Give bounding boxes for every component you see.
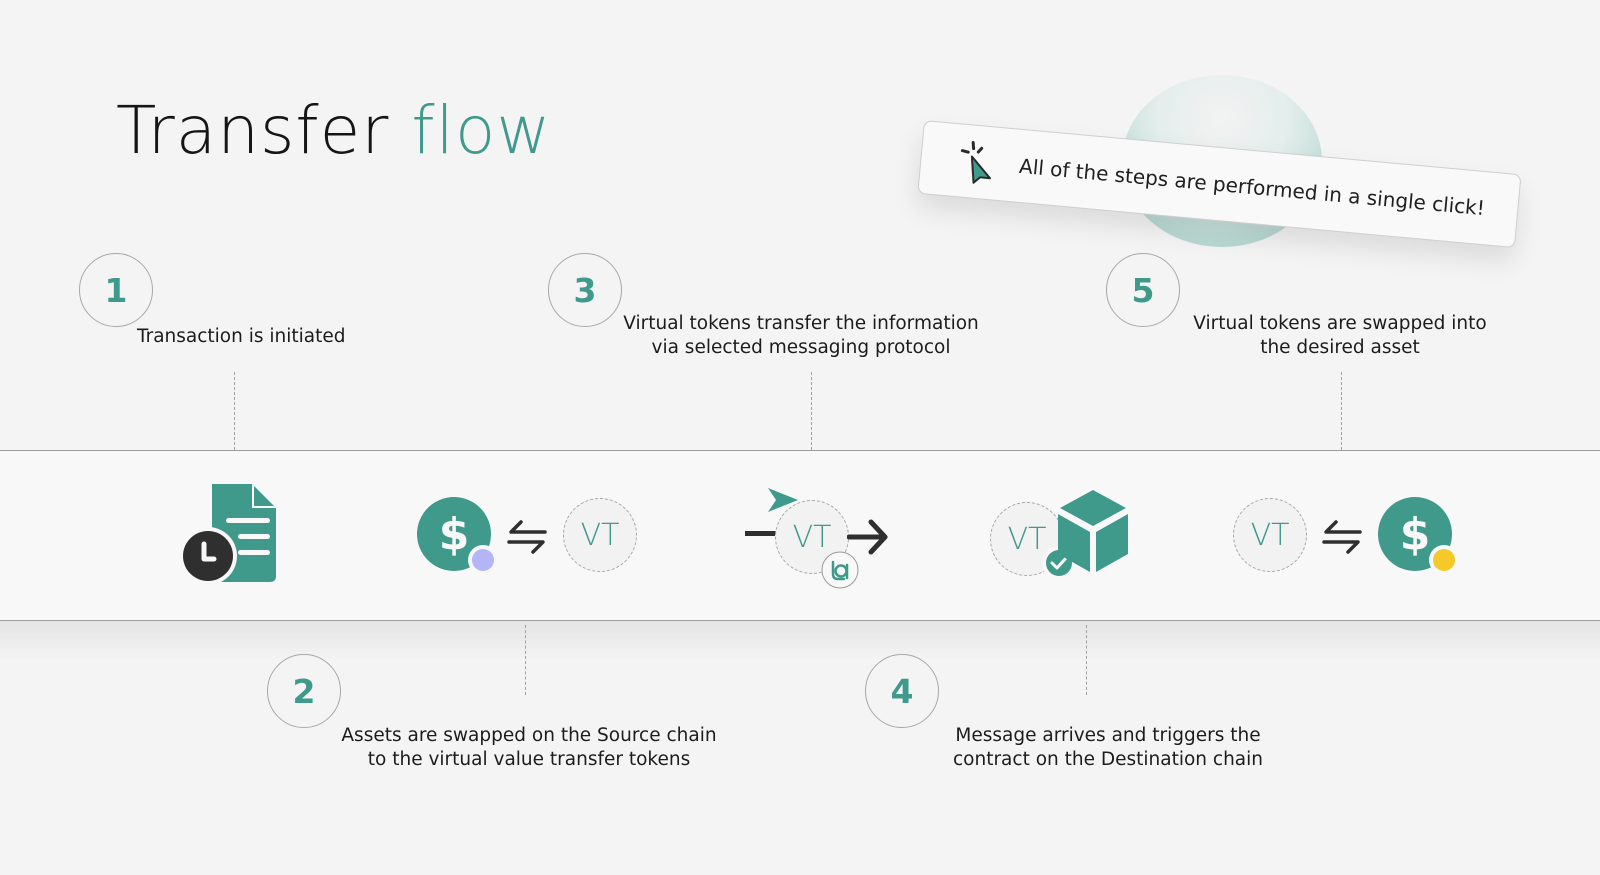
vt-token-source: VT — [563, 498, 637, 572]
band-shadow — [0, 621, 1600, 661]
svg-text:$: $ — [1400, 509, 1431, 560]
swap-arrows-icon-2 — [1322, 520, 1362, 554]
step-2-text: Assets are swapped on the Source chain t… — [341, 725, 717, 770]
step-4-connector — [1086, 625, 1087, 695]
step-3-text: Virtual tokens transfer the information … — [623, 313, 979, 358]
dollar-coin-destination-icon: $ — [1378, 497, 1459, 575]
vt-token-final: VT — [1233, 498, 1307, 572]
step-3-connector — [811, 372, 812, 450]
step-4-text: Message arrives and triggers the contrac… — [952, 725, 1264, 770]
step-1-text: Transaction is initiated — [137, 326, 346, 347]
step-5-connector — [1341, 372, 1342, 450]
dollar-coin-source-icon: $ — [417, 497, 498, 575]
send-icon — [768, 488, 798, 512]
page-title: Transfer flow — [116, 92, 551, 169]
single-click-callout: All of the steps are performed in a sing… — [917, 120, 1522, 249]
callout-text: All of the steps are performed in a sing… — [1018, 153, 1486, 221]
protocol-badge-icon — [821, 551, 859, 589]
cursor-click-icon — [960, 141, 991, 184]
document-clock-icon — [180, 484, 276, 584]
arrow-right-icon — [847, 519, 888, 555]
step-2-number: 2 — [267, 654, 341, 728]
step-5-text: Virtual tokens are swapped into the desi… — [1193, 313, 1487, 358]
step-2-connector — [525, 625, 526, 695]
cube-icon — [1058, 490, 1128, 572]
step-1-number: 1 — [79, 253, 153, 327]
step-3-number: 3 — [548, 253, 622, 327]
svg-text:$: $ — [439, 509, 470, 560]
title-accent: flow — [411, 92, 552, 169]
swap-arrows-icon — [507, 520, 547, 554]
title-main: Transfer — [116, 92, 390, 169]
step-4-number: 4 — [865, 654, 939, 728]
step-5-number: 5 — [1106, 253, 1180, 327]
step-1-connector — [234, 372, 235, 450]
line-in-icon — [745, 531, 779, 536]
